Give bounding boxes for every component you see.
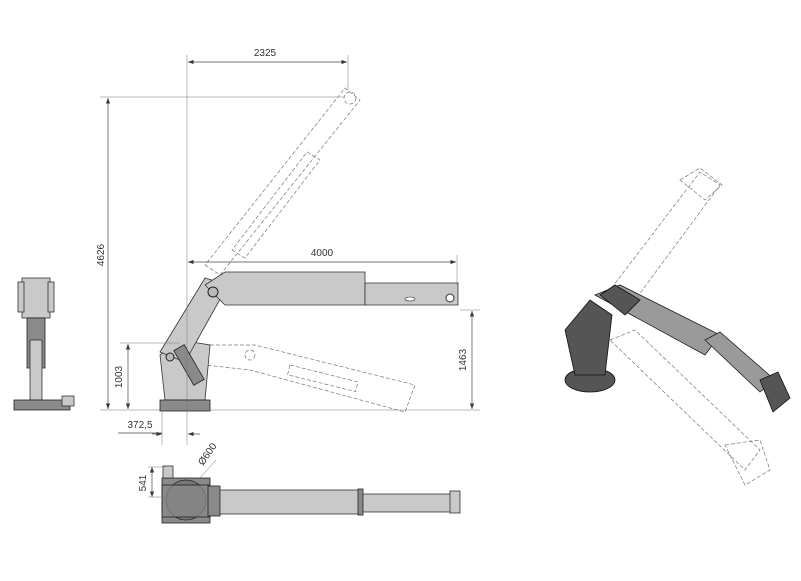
dim-label-4000: 4000 bbox=[311, 248, 334, 259]
isometric-view bbox=[564, 167, 791, 486]
dim-label-2325: 2325 bbox=[254, 48, 277, 59]
dim-label-4626: 4626 bbox=[96, 243, 107, 266]
side-view bbox=[159, 87, 459, 413]
dim-label-541: 541 bbox=[138, 474, 149, 491]
raised-position-ghost bbox=[204, 87, 361, 276]
dimension-4000: 4000 bbox=[188, 248, 458, 285]
dim-label-372-5: 372,5 bbox=[127, 420, 152, 431]
dimension-4626: 4626 bbox=[96, 96, 345, 409]
top-view: 541 Ø600 bbox=[138, 441, 461, 524]
dimension-1463: 1463 bbox=[458, 309, 480, 409]
front-view bbox=[13, 277, 75, 411]
dim-label-1463: 1463 bbox=[458, 348, 469, 371]
iso-raised-ghost bbox=[609, 167, 723, 301]
dimension-372-5: 372,5 bbox=[118, 410, 200, 445]
dim-label-1003: 1003 bbox=[114, 365, 125, 388]
dimension-2325: 2325 bbox=[186, 48, 349, 410]
iso-lowered-ghost bbox=[609, 329, 771, 486]
lowered-position-ghost bbox=[204, 344, 416, 413]
dim-label-600: Ø600 bbox=[196, 441, 219, 468]
dimension-1003: 1003 bbox=[114, 342, 180, 409]
